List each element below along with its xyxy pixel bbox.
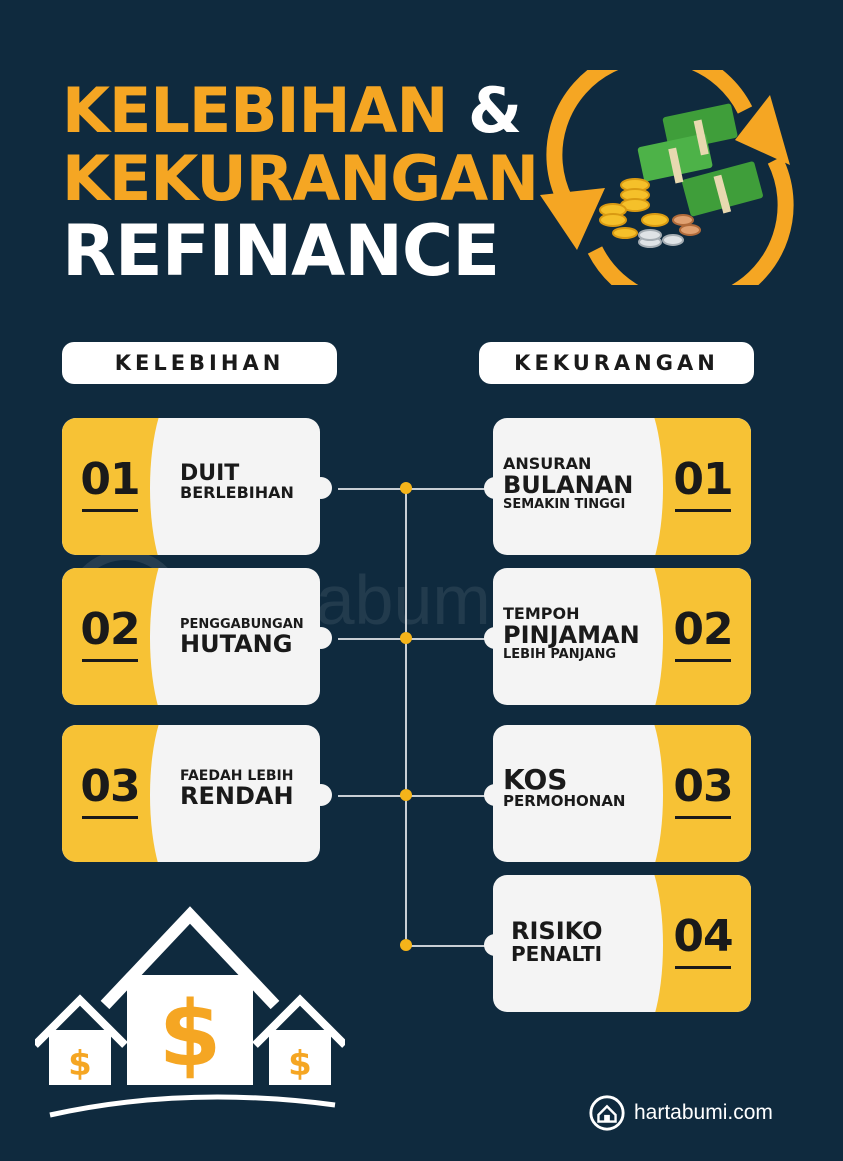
- card-number: 02: [70, 604, 150, 662]
- kekurangan-card-2: 02 TEMPOH PINJAMAN LEBIH PANJANG: [493, 568, 751, 705]
- card-label: TEMPOH PINJAMAN LEBIH PANJANG: [503, 604, 640, 662]
- kekurangan-card-4: 04 RISIKO PENALTI: [493, 875, 751, 1012]
- kelebihan-header: KELEBIHAN: [62, 342, 337, 384]
- connector-dot: [400, 632, 412, 644]
- card-number: 03: [663, 761, 743, 819]
- card-label: FAEDAH LEBIH RENDAH: [180, 768, 294, 810]
- card-label: ANSURAN BULANAN SEMAKIN TINGGI: [503, 454, 634, 512]
- kekurangan-card-1: 01 ANSURAN BULANAN SEMAKIN TINGGI: [493, 418, 751, 555]
- house-dollar-symbol: $: [288, 1044, 312, 1084]
- card-number: 04: [663, 911, 743, 969]
- title-ampersand: &: [467, 74, 522, 147]
- kekurangan-header: KEKURANGAN: [479, 342, 754, 384]
- house-logo-icon: [589, 1095, 625, 1131]
- house-dollar-symbol: $: [68, 1044, 92, 1084]
- kelebihan-card-2: 02 PENGGABUNGAN HUTANG: [62, 568, 320, 705]
- kekurangan-card-3: 03 KOS PERMOHONAN: [493, 725, 751, 862]
- kelebihan-card-3: 03 FAEDAH LEBIH RENDAH: [62, 725, 320, 862]
- title-line3: REFINANCE: [62, 210, 500, 292]
- page-title: KELEBIHAN & KEKURANGAN REFINANCE: [62, 80, 539, 292]
- houses-dollar-icon: $ $ $: [35, 906, 345, 1118]
- money-cycle-icon: [540, 70, 794, 285]
- brand-text: hartabumi.com: [634, 1101, 773, 1124]
- connector-dot: [400, 939, 412, 951]
- house-dollar-symbol: $: [159, 982, 222, 1087]
- connector-dot: [400, 482, 412, 494]
- card-number: 03: [70, 761, 150, 819]
- card-label: KOS PERMOHONAN: [503, 763, 626, 811]
- card-label: PENGGABUNGAN HUTANG: [180, 617, 304, 658]
- card-number: 01: [70, 454, 150, 512]
- title-line1: KELEBIHAN: [62, 74, 448, 147]
- connector-row-3: [338, 795, 498, 797]
- title-line2: KEKURANGAN: [62, 142, 539, 215]
- card-number: 01: [663, 454, 743, 512]
- connector-row-2: [338, 638, 498, 640]
- connector-vertical: [405, 488, 407, 946]
- card-number: 02: [663, 604, 743, 662]
- brand-logo: hartabumi.com: [588, 1094, 773, 1132]
- connector-dot: [400, 789, 412, 801]
- connector-row-4: [405, 945, 498, 947]
- card-label: DUIT BERLEBIHAN: [180, 461, 294, 503]
- card-label: RISIKO PENALTI: [511, 917, 603, 967]
- kelebihan-card-1: 01 DUIT BERLEBIHAN: [62, 418, 320, 555]
- connector-row-1: [338, 488, 498, 490]
